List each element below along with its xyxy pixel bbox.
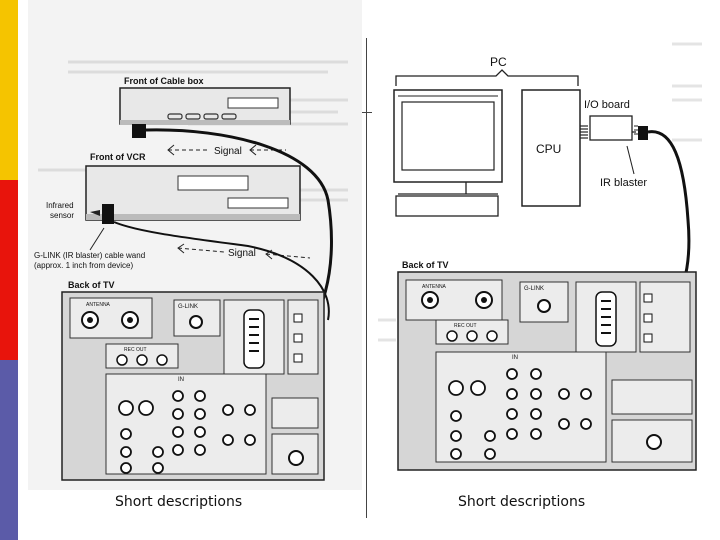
label-cpu: CPU [536, 142, 561, 156]
vcr [85, 165, 301, 221]
left-diagram: Front of Cable box Signal Front of VCR I… [28, 0, 362, 490]
accent-band-red [0, 180, 18, 360]
jack-label: REC OUT [124, 347, 147, 353]
label-sensor: sensor [50, 211, 74, 220]
label-infrared: Infrared [46, 201, 74, 210]
label-signal-bottom: Signal [228, 248, 256, 259]
label-io-board: I/O board [584, 99, 630, 111]
accent-band-yellow [0, 0, 18, 180]
monitor-screen [401, 101, 495, 171]
right-diagram: PC CPU I/O board IR blaster Back of TV A… [372, 0, 712, 490]
jack-label: IN [512, 355, 518, 361]
panel-divider [366, 38, 367, 518]
label-cable-box: Front of Cable box [124, 76, 204, 86]
label-pc: PC [490, 55, 507, 69]
accent-band-purple [0, 360, 18, 540]
pc-brace [395, 69, 579, 86]
caption-left: Short descriptions [115, 494, 243, 510]
label-back-tv-right: Back of TV [402, 260, 449, 270]
label-vcr: Front of VCR [90, 152, 146, 162]
label-glink-line1: G-LINK (IR blaster) cable wand [34, 251, 145, 260]
vcr-ir-emitter [102, 204, 114, 224]
jack-label: IN [178, 377, 184, 383]
ir-blaster-emitter [638, 126, 648, 140]
io-board [589, 115, 633, 141]
jack-label: G-LINK [524, 286, 544, 292]
cpu-tower [521, 89, 581, 207]
cable-box-ir-emitter [132, 124, 146, 138]
label-glink-line2: (approx. 1 inch from device) [34, 261, 133, 270]
glink-jack-right [537, 299, 551, 313]
keyboard [395, 195, 499, 217]
label-signal-top: Signal [214, 146, 242, 157]
caption-right: Short descriptions [458, 494, 586, 510]
jack-label: ANTENNA [422, 284, 447, 290]
jack-label: REC OUT [454, 323, 477, 329]
accent-sidebar [0, 0, 18, 540]
label-back-tv: Back of TV [68, 280, 115, 290]
jack-label: G-LINK [178, 304, 198, 310]
glink-jack [189, 315, 203, 329]
label-ir-blaster: IR blaster [600, 177, 647, 189]
jack-label: ANTENNA [86, 302, 111, 308]
